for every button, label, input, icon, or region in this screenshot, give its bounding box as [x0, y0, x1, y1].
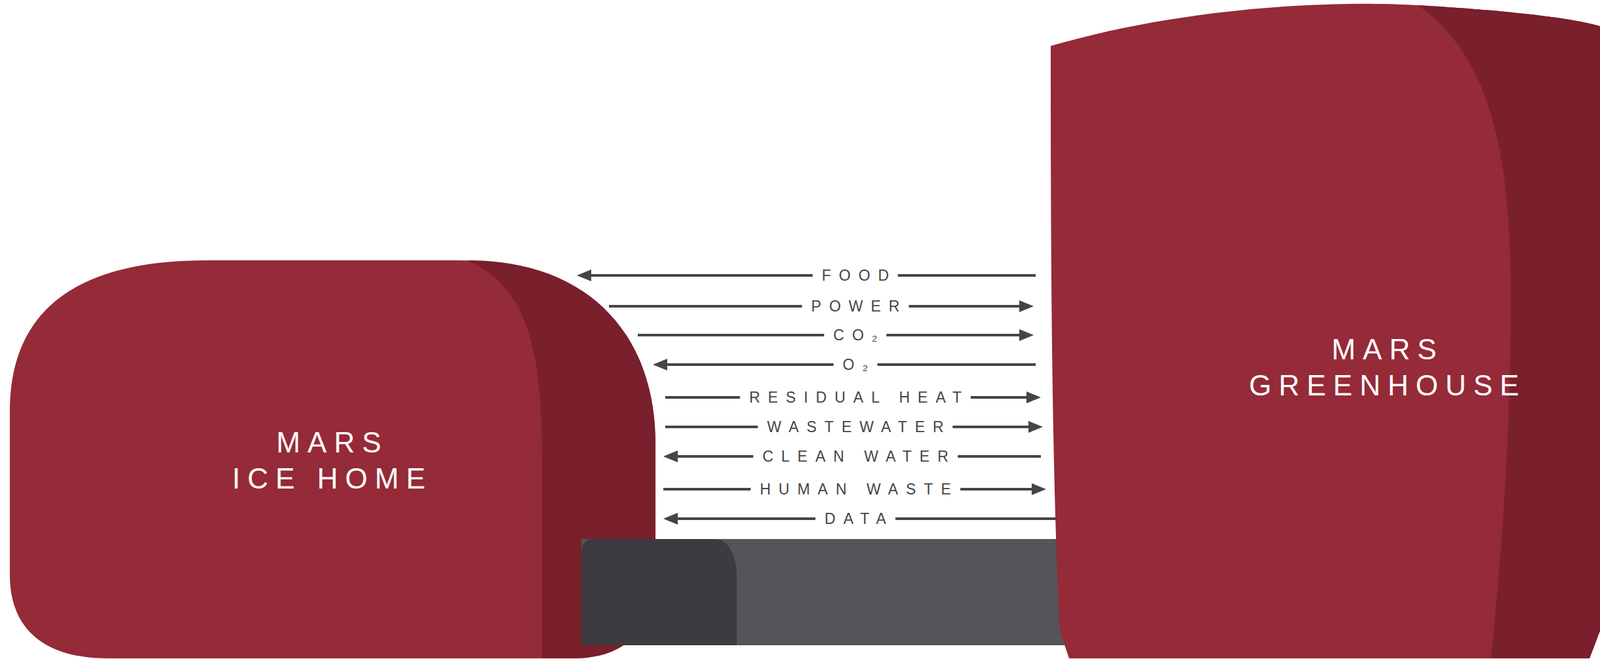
module-title: MARS ICE HOME	[194, 424, 470, 497]
flow-label: DATA	[815, 509, 896, 528]
flow-label: CLEAN WATER	[753, 447, 958, 466]
flow-label: FOOD	[812, 266, 898, 285]
line-spacer	[410, 424, 470, 461]
module-title: MARS GREENHOUSE	[1236, 331, 1539, 404]
flow-label: HUMAN WASTE	[750, 480, 961, 499]
greenhouse-module: MARS GREENHOUSE	[1050, 0, 1600, 659]
module-text-box: MARS ICE HOME	[194, 424, 470, 497]
flow-label: RESIDUAL HEAT	[740, 388, 971, 407]
tunnel-shadow	[581, 538, 737, 645]
module-outline	[9, 260, 656, 659]
flow-label: O₂	[833, 355, 878, 374]
flow-label: CO₂	[823, 326, 887, 345]
habitat-module: MARS ICE HOME	[9, 260, 656, 659]
line-spacer	[194, 424, 254, 461]
module-side-shade	[468, 260, 656, 659]
flow-label: POWER	[802, 297, 910, 316]
module-outline	[1050, 0, 1600, 659]
flow-label: WASTEWATER	[757, 418, 953, 436]
module-side-shade	[1417, 5, 1600, 659]
module-text-box: MARS GREENHOUSE	[1236, 331, 1539, 404]
module-face	[9, 260, 656, 659]
module-face	[1050, 3, 1600, 659]
connecting-tunnel	[581, 538, 1102, 645]
flow-arrow	[583, 273, 1036, 277]
